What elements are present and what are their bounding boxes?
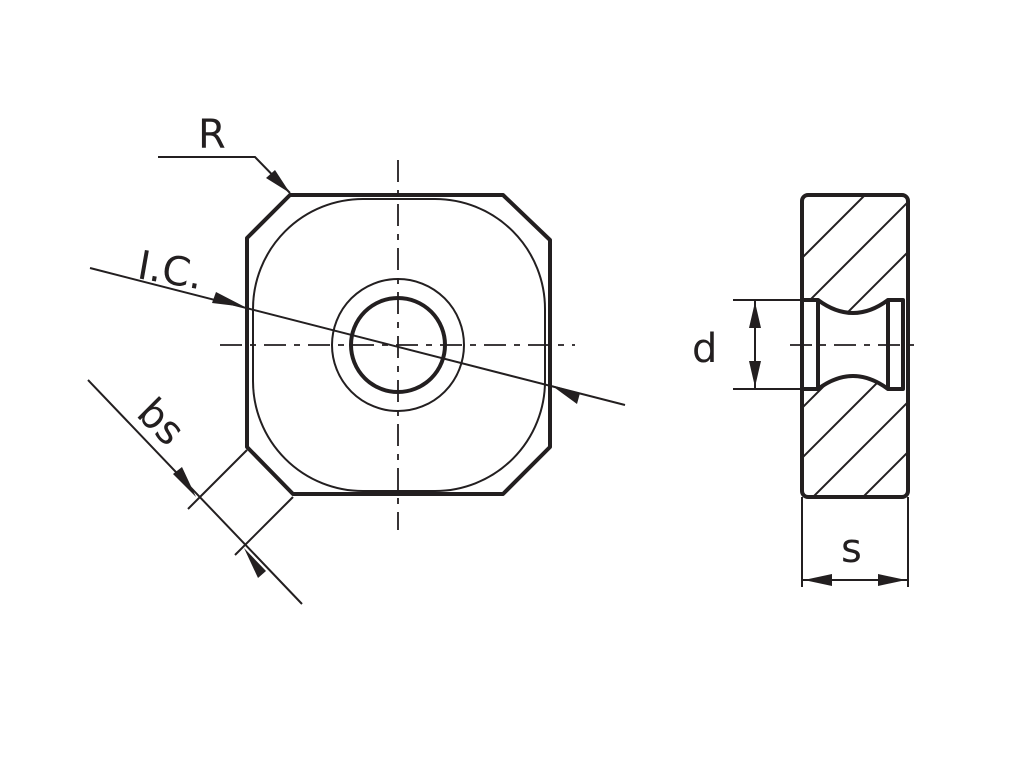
hole-profile — [802, 298, 905, 391]
bs-arrow-1 — [173, 467, 196, 497]
top-view: I.C. R bs — [87, 112, 626, 605]
ic-arrow-left — [212, 292, 245, 307]
ic-label: I.C. — [134, 243, 206, 300]
bs-dimension-line — [87, 379, 303, 605]
radius-arrow — [266, 170, 290, 193]
bs-arrow-2 — [244, 548, 266, 578]
side-view: d s — [692, 193, 920, 587]
bs-extension-1 — [187, 449, 248, 510]
s-arrow-right — [878, 574, 906, 586]
s-label: s — [841, 526, 862, 572]
bs-extension-2 — [234, 496, 294, 556]
s-arrow-left — [804, 574, 832, 586]
d-label: d — [692, 326, 717, 372]
bs-label: bs — [128, 390, 193, 455]
side-outline — [800, 193, 910, 499]
d-arrow-top — [749, 302, 761, 328]
radius-label: R — [198, 112, 226, 158]
ic-dimension-line — [89, 267, 626, 406]
d-arrow-bottom — [749, 361, 761, 387]
ic-arrow-right — [551, 385, 580, 404]
